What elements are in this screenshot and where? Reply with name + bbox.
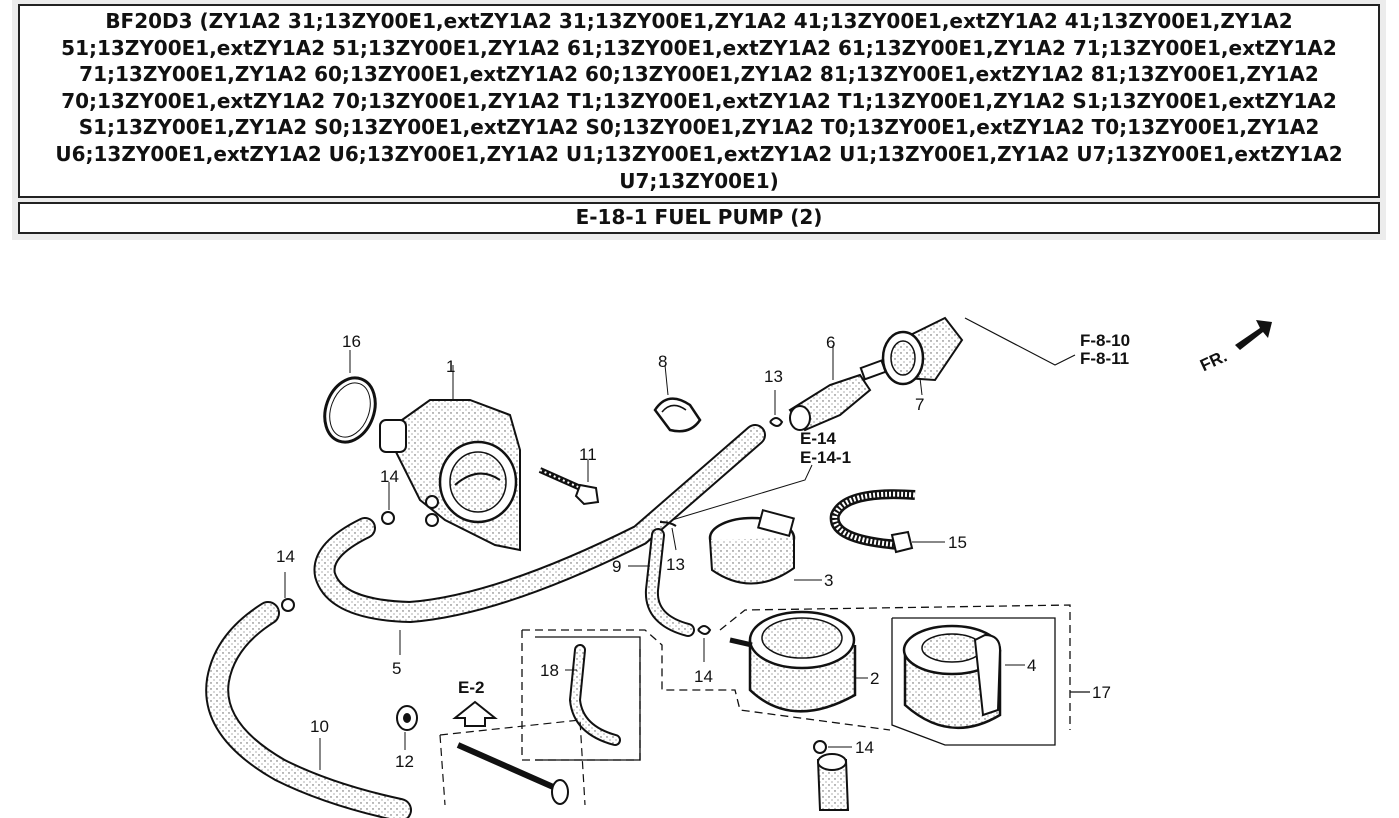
bolt-part: [538, 460, 600, 506]
part-label-5: 5: [392, 659, 401, 678]
band-part: [708, 508, 822, 585]
fuel-connector-part: [881, 316, 1076, 396]
part-label-14-d: 14: [855, 738, 874, 757]
part-label-17: 17: [1092, 683, 1111, 702]
fuel-hose-long: [313, 424, 766, 655]
part-label-16: 16: [342, 332, 361, 351]
short-hose-part: [628, 528, 695, 637]
model-description: BF20D3 (ZY1A2 31;13ZY00E1,extZY1A2 31;13…: [18, 4, 1380, 199]
reference-e-14[interactable]: E-14: [800, 429, 836, 448]
assembly-box: [521, 604, 1090, 761]
fuel-filter-part: [729, 610, 868, 811]
fuel-hose-lower: [205, 601, 412, 818]
part-label-8: 8: [658, 352, 667, 371]
part-label-3: 3: [824, 571, 833, 590]
part-label-11: 11: [579, 445, 597, 464]
e2-reference-arrow: [439, 700, 586, 806]
reference-e-2[interactable]: E-2: [458, 678, 484, 697]
part-label-1: 1: [446, 357, 455, 376]
tie-strap-part: [829, 489, 945, 554]
part-label-4: 4: [1027, 656, 1036, 675]
part-label-13-top: 13: [764, 367, 783, 386]
o-ring-part: [323, 350, 377, 444]
part-label-14-a: 14: [380, 467, 399, 486]
pipe-part: [565, 644, 621, 746]
part-label-13-mid: 13: [666, 555, 685, 574]
header-panel: BF20D3 (ZY1A2 31;13ZY00E1,extZY1A2 31;13…: [12, 0, 1386, 241]
part-label-10: 10: [310, 717, 329, 736]
fuel-pump-diagram: 16 1 8 13 6 7 11 14 14 13 9 3 15 5 18 14…: [205, 316, 1272, 818]
fuel-joint-part: [788, 345, 887, 432]
part-label-6: 6: [826, 333, 835, 352]
front-direction-arrow: [1235, 320, 1272, 350]
filter-cover-part: [902, 624, 1025, 730]
part-label-15: 15: [948, 533, 967, 552]
part-label-7: 7: [915, 395, 924, 414]
reference-e-14-1[interactable]: E-14-1: [800, 448, 851, 467]
part-label-18: 18: [540, 661, 559, 680]
part-label-14-b: 14: [276, 547, 295, 566]
nut-part: [396, 705, 418, 750]
section-title: E-18-1 FUEL PUMP (2): [18, 202, 1380, 235]
front-direction-label: FR.: [1197, 346, 1230, 375]
part-label-14-c: 14: [694, 667, 713, 686]
part-label-12: 12: [395, 752, 414, 771]
part-label-2: 2: [870, 669, 879, 688]
reference-f-8-11[interactable]: F-8-11: [1080, 349, 1129, 368]
fuel-pump-body: [379, 365, 521, 552]
clip-part: [653, 364, 702, 433]
reference-f-8-10[interactable]: F-8-10: [1080, 331, 1130, 350]
hose-clips: [281, 390, 852, 754]
part-label-9: 9: [612, 557, 621, 576]
